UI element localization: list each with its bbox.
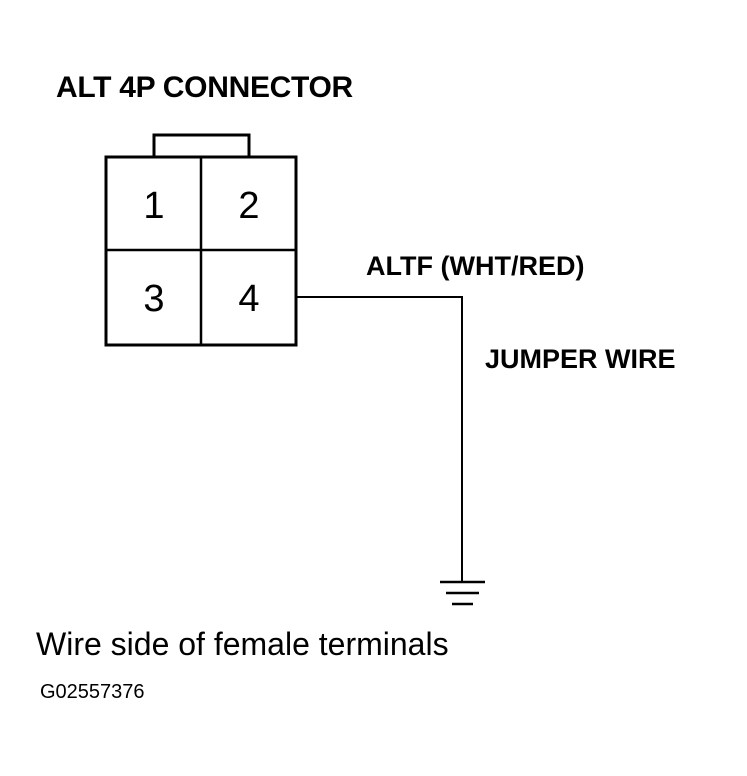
pin-3-label: 3	[143, 278, 164, 320]
wire-color-label: ALTF (WHT/RED)	[366, 251, 585, 281]
pin-1-label: 1	[143, 185, 164, 227]
connector-title: ALT 4P CONNECTOR	[56, 71, 353, 104]
jumper-wire-label: JUMPER WIRE	[485, 344, 676, 374]
diagram-caption: Wire side of female terminals	[36, 626, 449, 662]
connector-latch	[152, 133, 251, 157]
ground-icon	[440, 580, 485, 606]
pin-4-label: 4	[238, 278, 259, 320]
pin-2-label: 2	[238, 185, 259, 227]
jumper-wire	[296, 296, 463, 582]
figure-id: G02557376	[40, 681, 145, 703]
